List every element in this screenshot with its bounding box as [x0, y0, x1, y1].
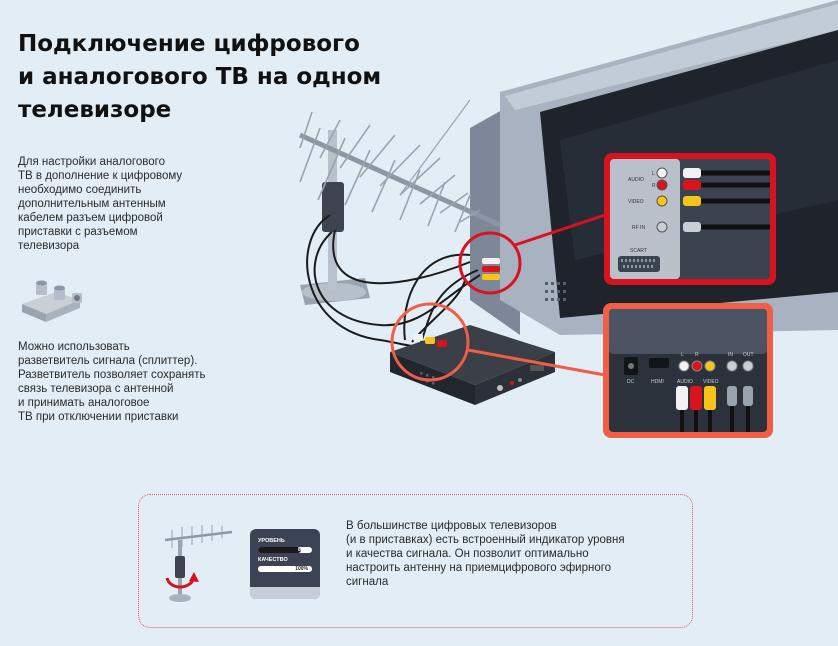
text-line: необходимо соединить: [18, 184, 142, 196]
page-title: Подключение цифрового и аналогового ТВ н…: [18, 28, 438, 127]
text-line: настроить антенну на приемцифрового эфир…: [346, 562, 612, 574]
set-top-box: [390, 325, 555, 405]
tv-panel-zoom: AUDIO L R VIDEO RF IN SCART: [604, 153, 776, 285]
box-video-label: VIDEO: [703, 379, 719, 385]
text-line: и принимать аналоговое: [18, 397, 150, 409]
splitter-description: Можно использовать разветвитель сигнала …: [18, 340, 206, 424]
level-bar: 80%: [258, 547, 312, 553]
signal-meter-icon: УРОВЕНЬ 80% КАЧЕСТВО 100%: [250, 529, 320, 599]
level-value: 80%: [297, 546, 308, 553]
title-line: и аналогового ТВ на одном: [18, 64, 382, 90]
text-line: ТВ в дополнение к цифровому: [18, 170, 183, 182]
box-audio-label: AUDIO: [677, 379, 693, 385]
tv-r-label: R: [652, 183, 656, 189]
antenna-rotate-icon: [164, 525, 233, 602]
text-line: приставки с разъемом: [18, 226, 138, 238]
text-line: и качества сигнала. Он позволит оптималь…: [346, 548, 589, 560]
quality-bar: 100%: [258, 566, 312, 572]
box-in-label: IN: [728, 352, 733, 358]
text-line: Можно использовать: [18, 341, 130, 353]
antenna-illustration: [298, 99, 502, 305]
tv-scart-label: SCART: [630, 248, 647, 254]
box-callout-circle: [390, 302, 470, 382]
quality-bar-fill: [258, 566, 312, 572]
quality-value: 100%: [295, 565, 308, 572]
tv-rfin-label: RF IN: [632, 225, 645, 231]
tv-rca-plugs: [482, 258, 500, 280]
text-line: В большинстве цифровых телевизоров: [346, 520, 557, 532]
box-l-label: L: [681, 352, 684, 358]
text-line: связь телевизора с антенной: [18, 383, 174, 395]
text-line: ТВ при отключении приставки: [18, 411, 179, 423]
title-line: телевизоре: [18, 97, 172, 123]
antenna-cable-description: Для настройки аналогового ТВ в дополнени…: [18, 155, 182, 253]
text-line: (и в приставках) есть встроенный индикат…: [346, 534, 625, 546]
title-line: Подключение цифрового: [18, 31, 360, 57]
signal-indicator-info-box: [138, 494, 693, 628]
tv-audio-label: AUDIO: [628, 177, 644, 183]
meter-footer: [250, 587, 320, 599]
text-line: дополнительным антенным: [18, 198, 166, 210]
text-line: Разветвитель позволяет сохранять: [18, 369, 206, 381]
text-line: сигнала: [346, 576, 389, 588]
text-line: Для настройки аналогового: [18, 156, 165, 168]
level-bar-fill: [258, 547, 302, 553]
box-hdmi-label: HDMI: [651, 379, 664, 385]
box-dc-label: DC: [627, 379, 635, 385]
box-panel-zoom: DC HDMI L R AUDIO VIDEO IN OUT: [603, 303, 773, 438]
signal-indicator-description: В большинстве цифровых телевизоров (и в …: [346, 519, 625, 589]
text-line: кабелем разъем цифровой: [18, 212, 163, 224]
quality-label: КАЧЕСТВО: [258, 557, 288, 563]
text-line: телевизора: [18, 240, 80, 252]
text-line: разветвитель сигнала (сплиттер).: [18, 355, 198, 367]
tv-callout-circle: [458, 231, 522, 295]
level-label: УРОВЕНЬ: [258, 538, 285, 544]
tv-video-label: VIDEO: [628, 199, 644, 205]
tv-l-label: L: [652, 171, 655, 177]
box-r-label: R: [695, 352, 699, 358]
box-out-label: OUT: [743, 352, 754, 358]
splitter-icon: [22, 280, 82, 322]
